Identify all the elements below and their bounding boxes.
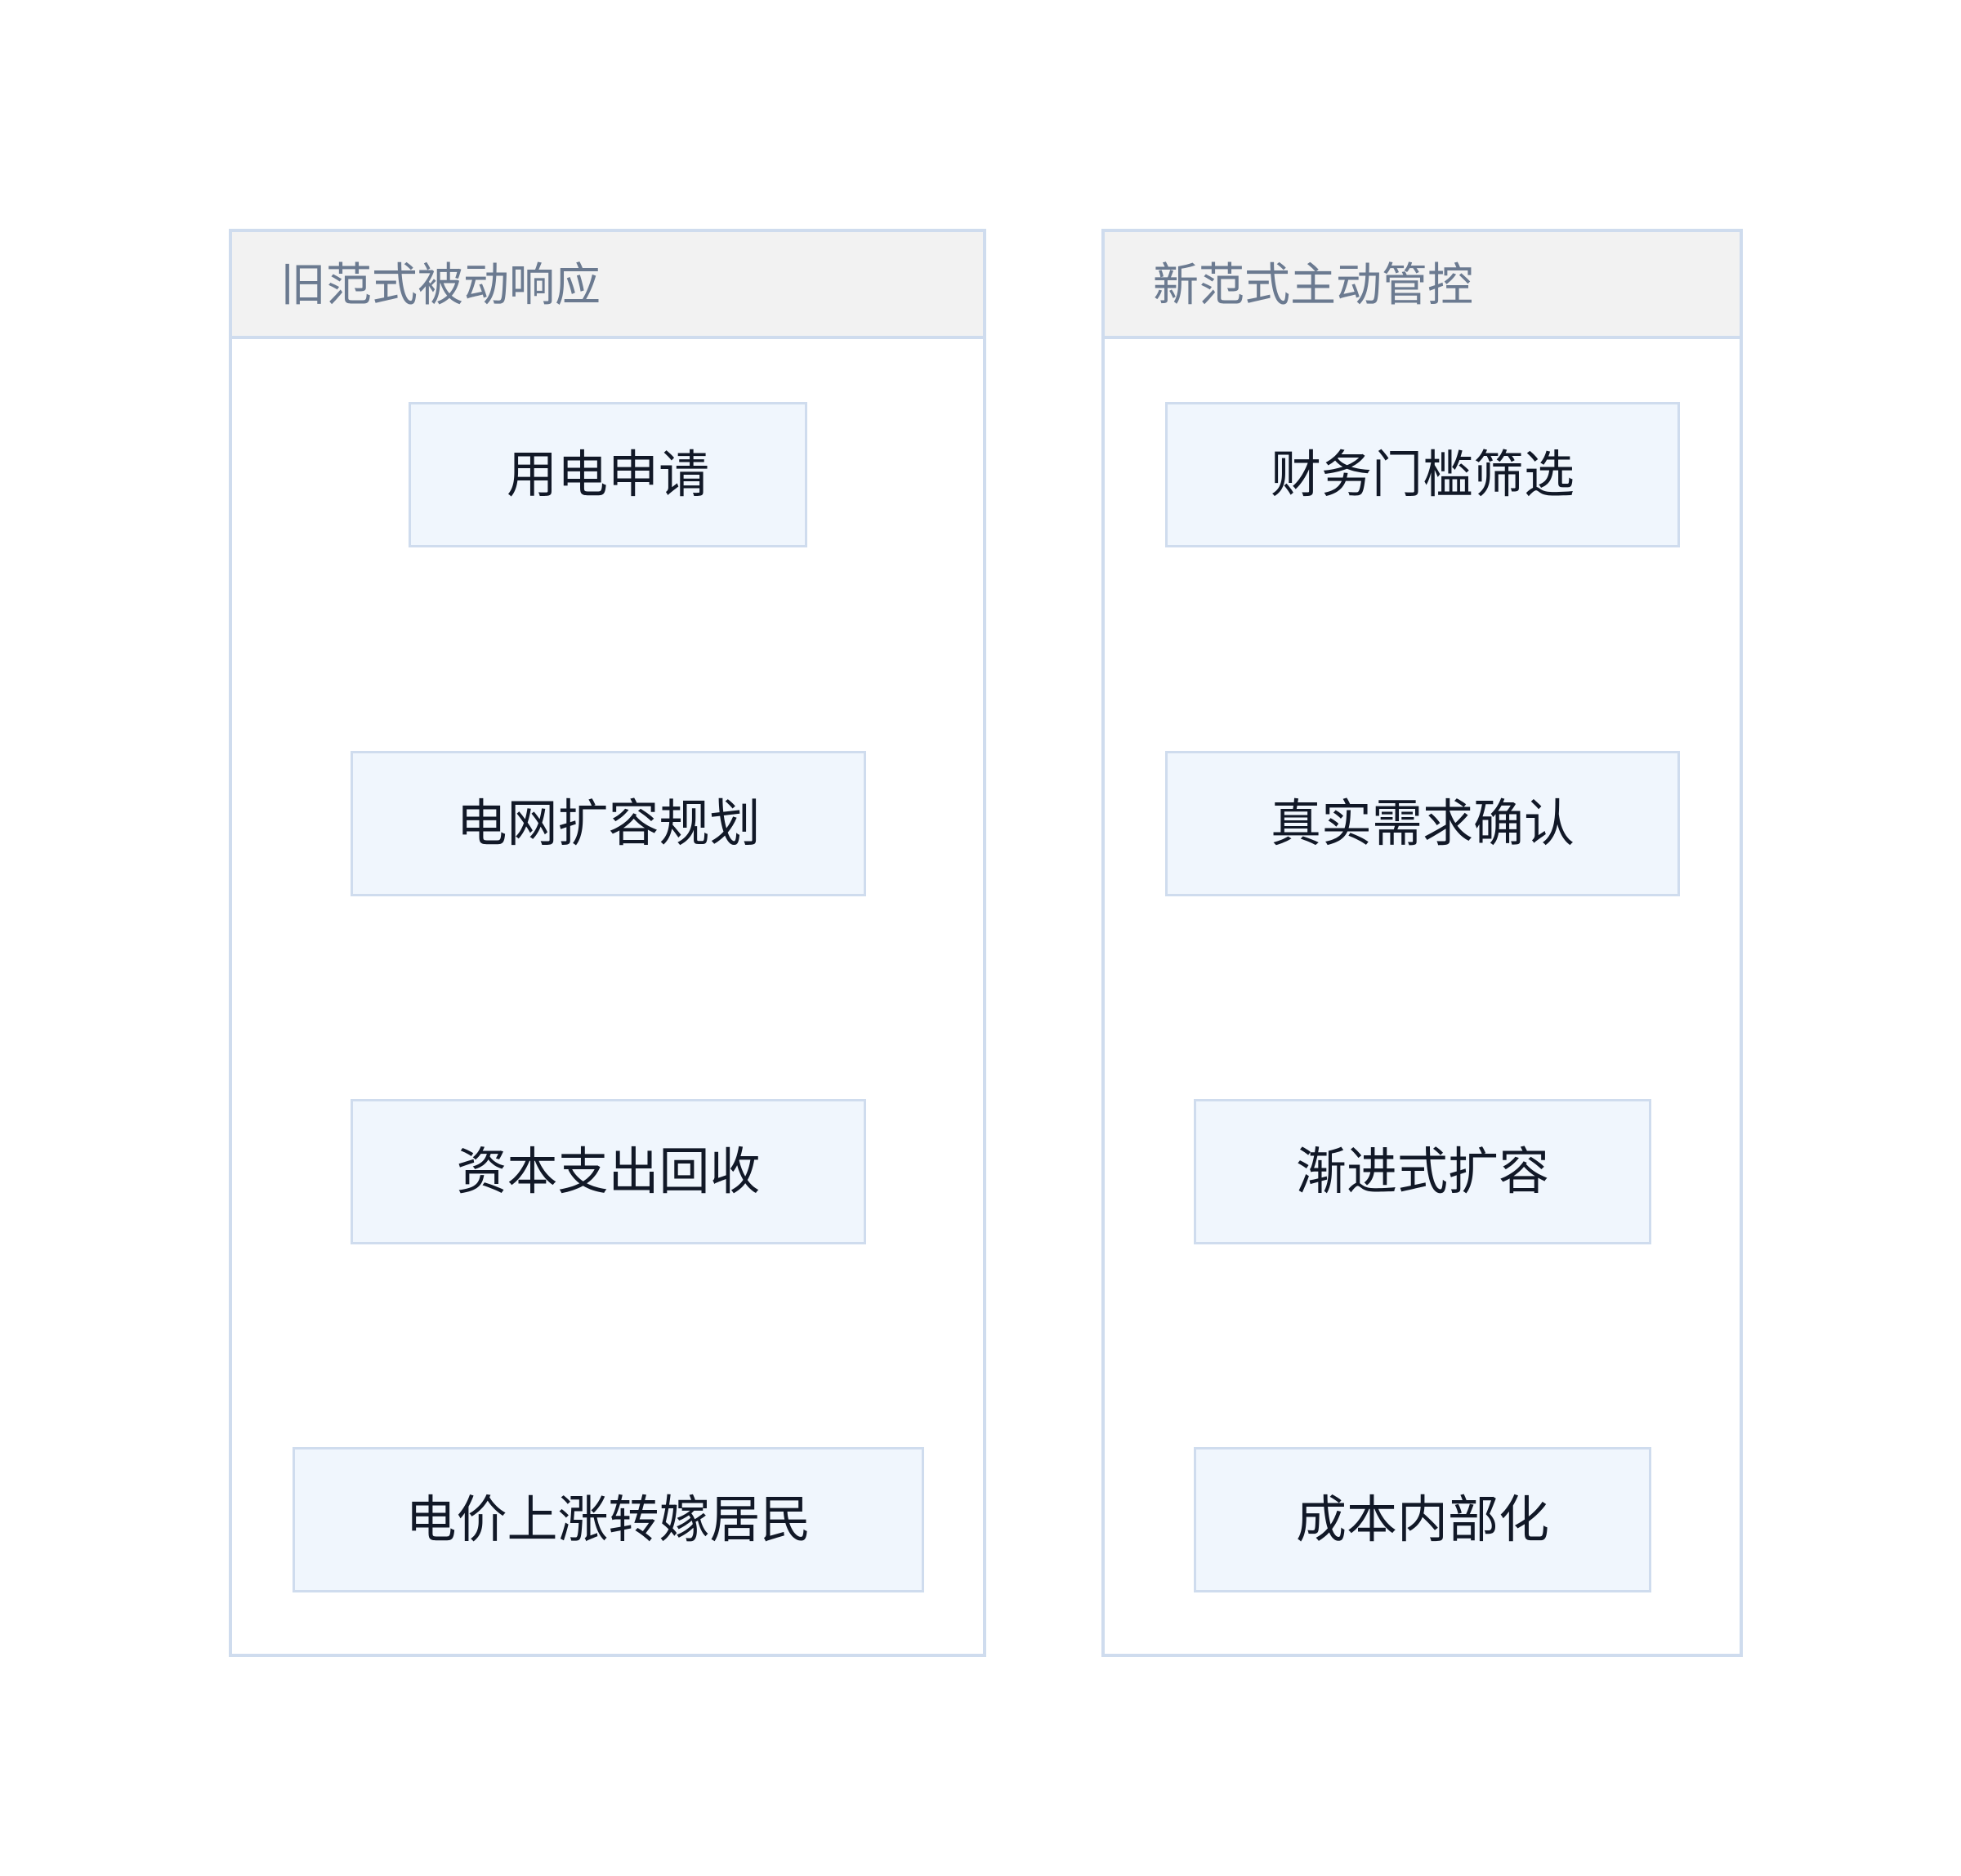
node-incremental-expansion[interactable]: 渐进式扩容: [1194, 1099, 1651, 1244]
node-label: 真实需求确认: [1270, 793, 1575, 853]
node-price-increase-passed-to-residents[interactable]: 电价上涨转嫁居民: [293, 1447, 924, 1592]
node-grid-expansion-planning[interactable]: 电网扩容规划: [351, 751, 866, 896]
node-label: 渐进式扩容: [1295, 1141, 1549, 1201]
node-cost-internalization[interactable]: 成本内部化: [1194, 1447, 1651, 1592]
node-label: 电网扩容规划: [456, 793, 761, 853]
node-real-demand-confirmation[interactable]: 真实需求确认: [1165, 751, 1680, 896]
node-label: 资本支出回收: [456, 1141, 761, 1201]
node-capex-recovery[interactable]: 资本支出回收: [351, 1099, 866, 1244]
node-power-application[interactable]: 用电申请: [409, 402, 807, 547]
cluster-title: 旧范式被动响应: [280, 259, 601, 312]
node-label: 用电申请: [506, 444, 709, 504]
node-label: 电价上涨转嫁居民: [405, 1490, 811, 1549]
cluster-header: 旧范式被动响应: [232, 232, 983, 339]
cluster-title: 新范式主动管控: [1153, 259, 1473, 312]
node-financial-threshold-screening[interactable]: 财务门槛筛选: [1165, 402, 1680, 547]
node-label: 财务门槛筛选: [1270, 444, 1575, 504]
node-label: 成本内部化: [1295, 1490, 1549, 1549]
cluster-header: 新范式主动管控: [1105, 232, 1740, 339]
